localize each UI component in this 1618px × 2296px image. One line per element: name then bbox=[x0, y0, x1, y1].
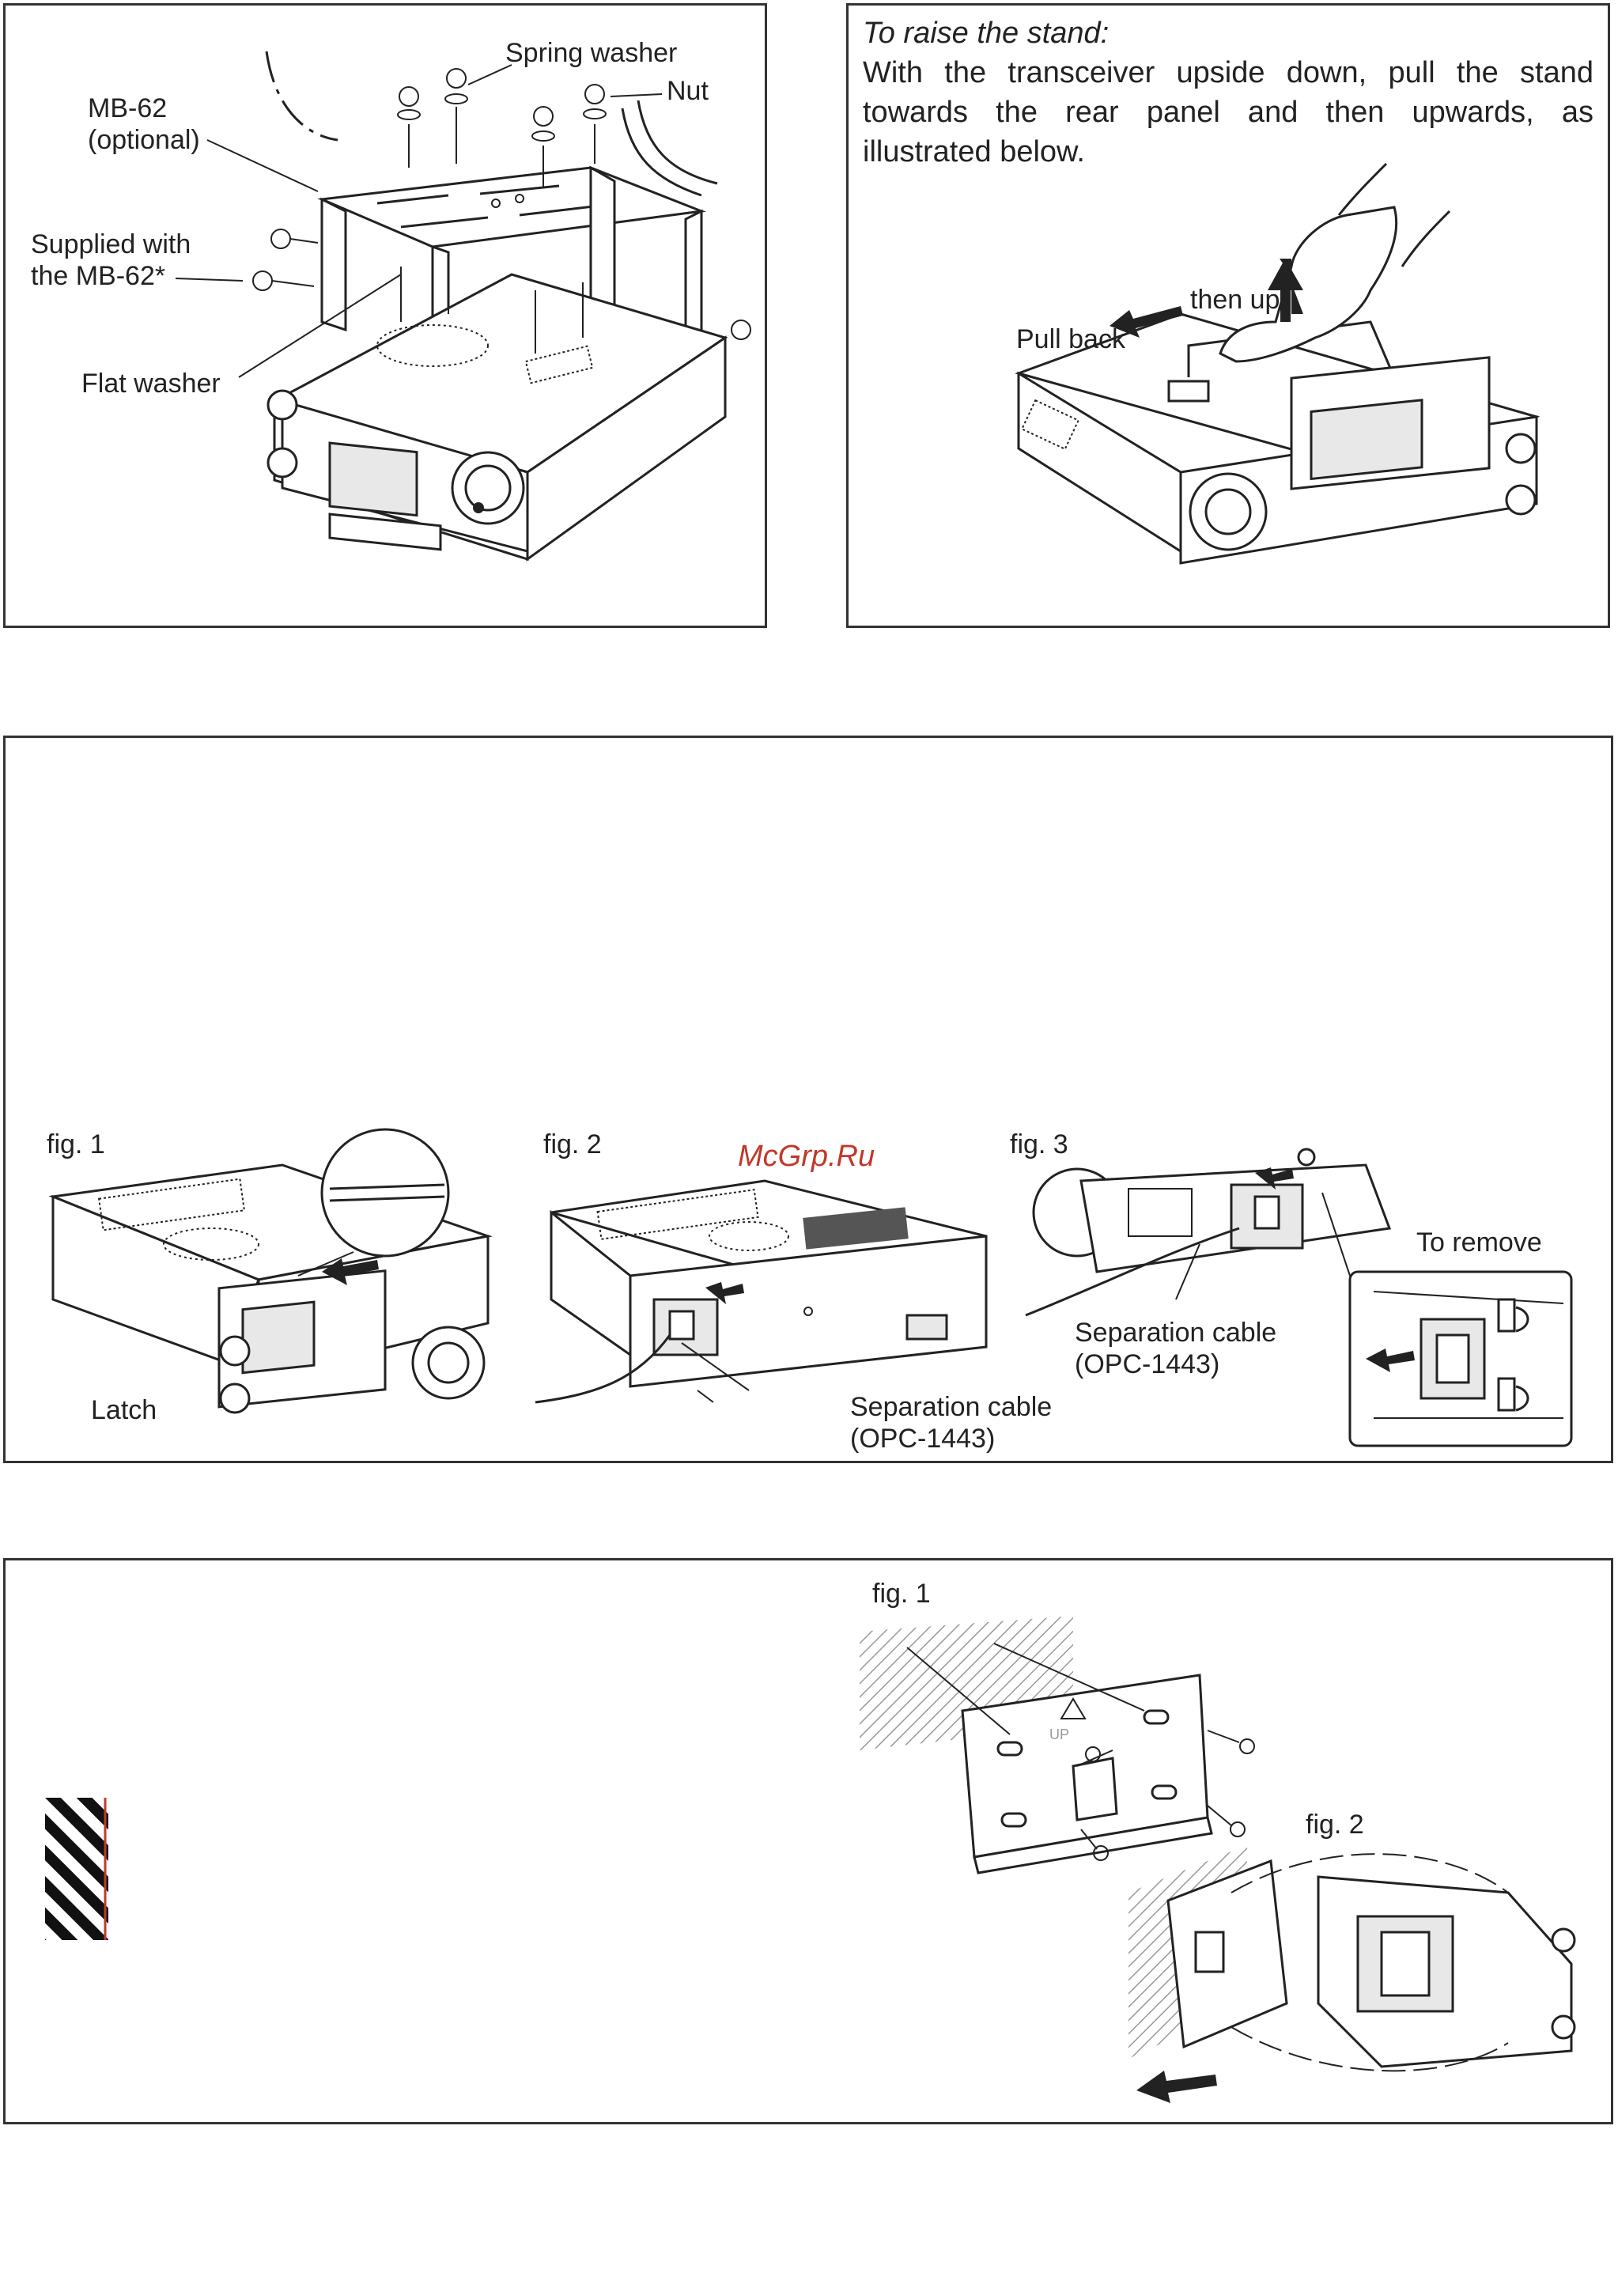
mid-fig3-label: fig. 3 bbox=[1010, 1129, 1068, 1159]
watermark-text: McGrp.Ru bbox=[738, 1140, 875, 1173]
mid-fig1-label: fig. 1 bbox=[47, 1129, 105, 1159]
panel-mb62-mounting: Spring washer Nut MB-62 (optional) Suppl… bbox=[3, 3, 767, 628]
label-mb62: MB-62 bbox=[88, 93, 168, 123]
label-supplied-with: Supplied with bbox=[31, 229, 191, 259]
mid-fig1-latch: Latch bbox=[91, 1395, 157, 1425]
mid-fig2-label: fig. 2 bbox=[543, 1129, 602, 1159]
bottom-fig1-up-mark: UP bbox=[1049, 1727, 1070, 1742]
hatched-marker-icon bbox=[45, 1798, 108, 1940]
bottom-fig1-label: fig. 1 bbox=[872, 1579, 931, 1609]
panel-separation: McGrp.Ru fig. 1 Latch fig. 2 bbox=[3, 736, 1613, 1463]
mid-fig2-cable: Separation cable bbox=[850, 1392, 1053, 1422]
raise-stand-title: To raise the stand: bbox=[863, 17, 1110, 50]
bottom-fig1-illustration bbox=[860, 1616, 1255, 1874]
mid-fig2-cable-model: (OPC-1443) bbox=[850, 1424, 996, 1454]
mid-fig2-illustration bbox=[535, 1179, 988, 1404]
label-flat-washer: Flat washer bbox=[81, 369, 221, 399]
mid-fig3-cable-model: (OPC-1443) bbox=[1075, 1349, 1220, 1379]
bottom-fig2-illustration bbox=[1128, 1845, 1576, 2103]
mid-fig3-illustration bbox=[1025, 1148, 1573, 1447]
mid-fig1-illustration bbox=[48, 1128, 493, 1414]
mb62-bracket-illustration bbox=[175, 51, 751, 562]
label-then-up: then up bbox=[1190, 285, 1280, 315]
mid-fig3-to-remove: To remove bbox=[1416, 1227, 1542, 1258]
raise-stand-illustration bbox=[1015, 162, 1541, 565]
label-nut: Nut bbox=[667, 76, 709, 106]
raise-stand-body: With the transceiver upside down, pull t… bbox=[863, 56, 1593, 168]
label-pull-back: Pull back bbox=[1016, 324, 1125, 354]
bottom-fig2-label: fig. 2 bbox=[1306, 1810, 1364, 1840]
label-mb62-optional: (optional) bbox=[88, 125, 200, 155]
label-spring-washer: Spring washer bbox=[505, 38, 678, 68]
panel-raise-stand: To raise the stand: With the transceiver… bbox=[846, 3, 1610, 628]
panel-wall-mount: fig. 1 UP fig. 2 bbox=[3, 1558, 1613, 2124]
mid-fig3-cable: Separation cable bbox=[1075, 1318, 1277, 1348]
label-supplied-mb62: the MB-62* bbox=[31, 261, 166, 291]
